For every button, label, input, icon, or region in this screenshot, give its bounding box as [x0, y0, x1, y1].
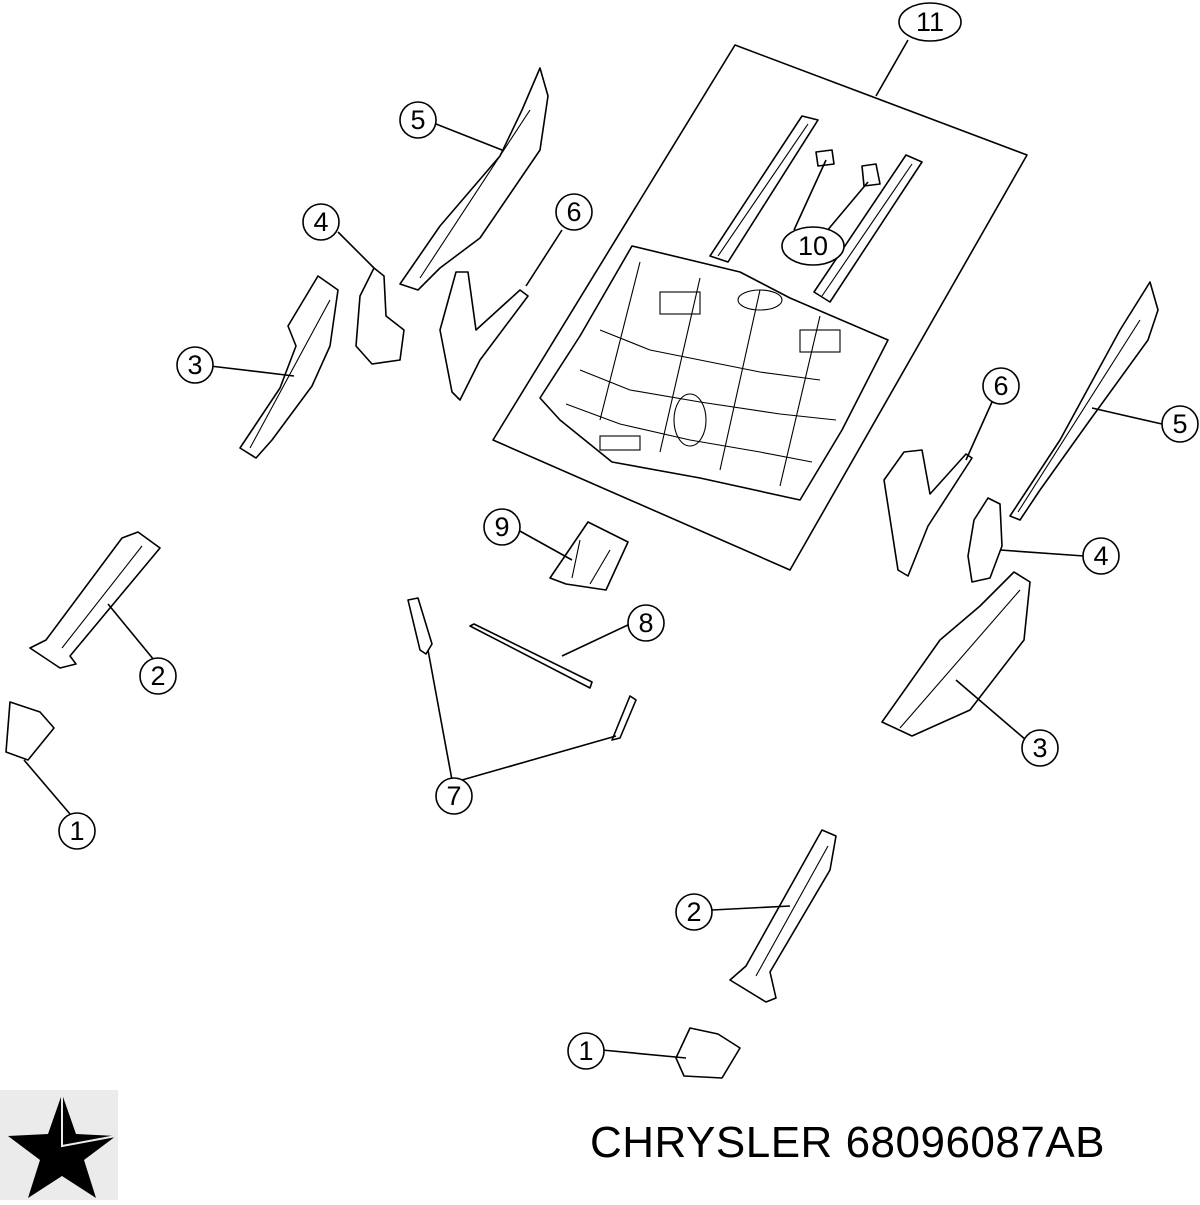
svg-text:5: 5: [1172, 409, 1187, 439]
crossmember-2-right: [729, 829, 837, 1003]
svg-text:2: 2: [686, 897, 701, 927]
callout-6-left: 6: [555, 193, 593, 231]
floor-pan-details: [565, 261, 841, 487]
crossmember-2-left: [29, 531, 161, 669]
part-caption: CHRYSLER 68096087AB: [590, 1118, 1105, 1168]
callout-1-left: 1: [58, 812, 96, 850]
panel-6-right: [883, 449, 973, 577]
svg-text:1: 1: [578, 1036, 593, 1066]
bracket-4-right: [967, 497, 1003, 583]
pentastar-icon: [8, 1094, 117, 1198]
svg-text:10: 10: [798, 231, 828, 261]
svg-text:2: 2: [150, 661, 165, 691]
bracket-1-left: [5, 701, 55, 761]
rail-5-left: [399, 67, 549, 291]
bracket-10a: [815, 149, 835, 167]
pentastar-logo: [0, 1090, 118, 1200]
bracket-1-right: [675, 1027, 741, 1079]
leader-lines: [23, 39, 1163, 1059]
brand-name: CHRYSLER: [590, 1118, 833, 1167]
callout-9: 9: [483, 508, 521, 546]
callout-2-left: 2: [139, 657, 177, 695]
bracket-4-left: [355, 267, 405, 365]
svg-text:1: 1: [69, 816, 84, 846]
panel-6-left: [439, 271, 529, 401]
callout-5-right: 5: [1161, 405, 1199, 443]
svg-text:11: 11: [916, 7, 944, 37]
callout-2-right: 2: [675, 893, 713, 931]
svg-text:3: 3: [187, 350, 202, 380]
svg-text:8: 8: [638, 608, 653, 638]
svg-text:4: 4: [1093, 541, 1108, 571]
callout-4-right: 4: [1082, 537, 1120, 575]
svg-text:4: 4: [313, 207, 328, 237]
reinforcement-7a: [407, 597, 433, 655]
crossbar-8: [469, 623, 593, 689]
svg-text:7: 7: [446, 781, 461, 811]
callout-8: 8: [627, 604, 665, 642]
callout-3-left: 3: [176, 346, 214, 384]
part-number: 68096087AB: [845, 1118, 1106, 1167]
callout-6-right: 6: [982, 367, 1020, 405]
svg-text:6: 6: [993, 371, 1008, 401]
svg-text:3: 3: [1032, 733, 1047, 763]
callout-3-right: 3: [1021, 729, 1059, 767]
callout-11: 11: [898, 2, 962, 42]
reinforcement-7b: [611, 695, 637, 741]
callout-5-left: 5: [399, 101, 437, 139]
svg-text:9: 9: [494, 512, 509, 542]
plate-9: [549, 521, 629, 591]
rail-3-right: [881, 571, 1031, 737]
callout-1-right: 1: [567, 1032, 605, 1070]
rail-3-left: [239, 275, 339, 459]
callout-10: 10: [781, 226, 845, 266]
svg-text:5: 5: [410, 105, 425, 135]
callout-7: 7: [435, 777, 473, 815]
bracket-10b: [861, 163, 881, 187]
rail-5-right: [1009, 281, 1159, 521]
svg-text:6: 6: [566, 197, 581, 227]
callout-4-left: 4: [302, 203, 340, 241]
